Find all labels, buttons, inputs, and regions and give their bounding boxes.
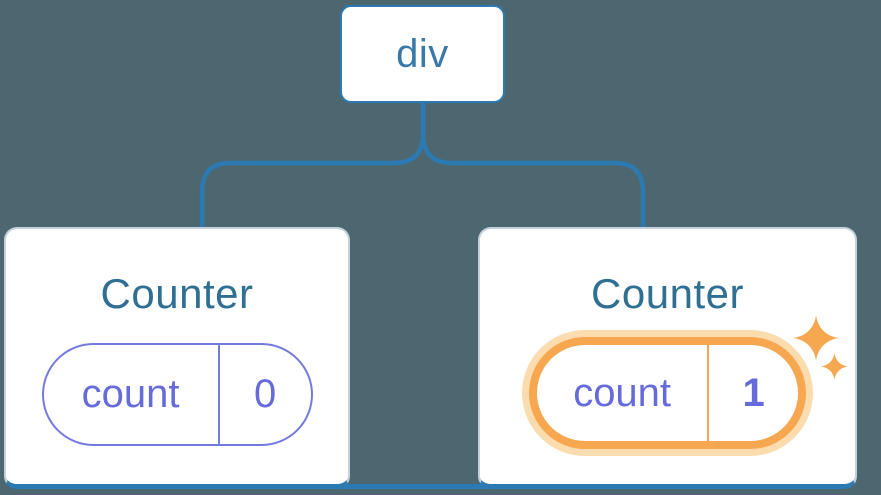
counter-card-2: Counter count 1 (478, 227, 857, 489)
counter-1-state-value: 0 (253, 372, 277, 416)
root-node-div: div (340, 5, 505, 103)
counter-1-state-pill: count 0 (41, 343, 313, 446)
counter-card-2-title: Counter (591, 270, 744, 317)
root-node-label: div (396, 31, 449, 76)
counter-card-1-title: Counter (100, 270, 254, 317)
counter-card-1: Counter count 0 (4, 227, 350, 489)
counter-2-state-pill-highlighted: count 1 (529, 337, 806, 449)
counter-2-state-value: 1 (742, 370, 765, 415)
counter-2-state-name: count (537, 345, 710, 441)
counter-1-state-name: count (44, 345, 220, 444)
connector-right-branch (420, 103, 646, 227)
baseline-connector (340, 484, 490, 489)
sparkles-icon (793, 315, 848, 380)
connector-left-branch (199, 103, 426, 227)
